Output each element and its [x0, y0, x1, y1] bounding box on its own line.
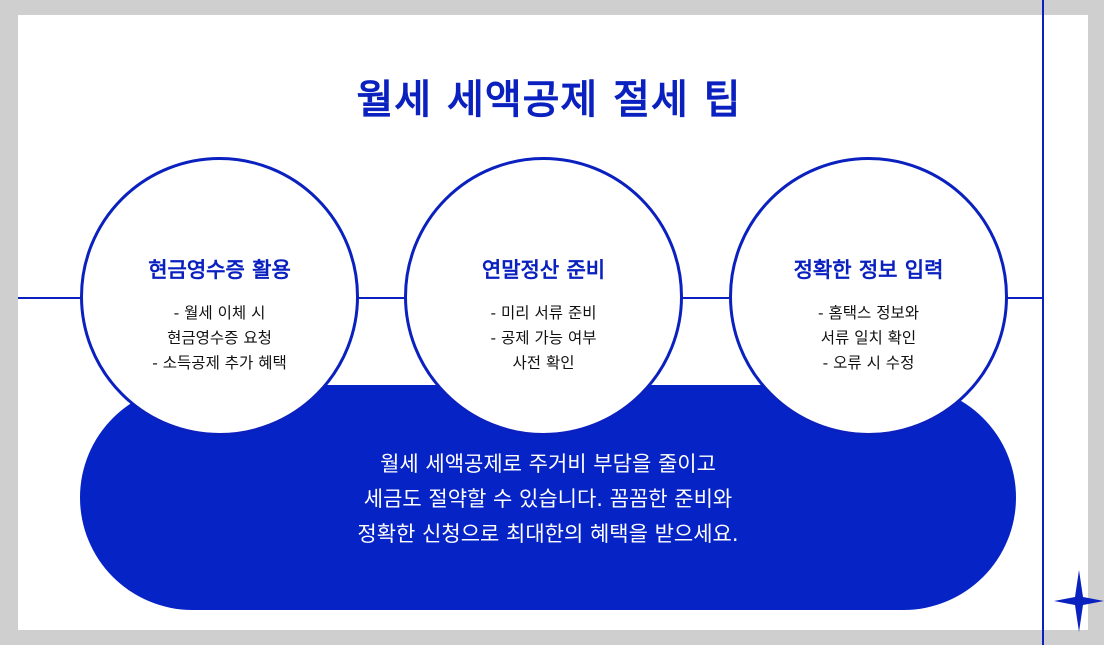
- tip-line: - 소득공제 추가 혜택: [152, 354, 287, 372]
- tip-heading: 정확한 정보 입력: [793, 258, 944, 282]
- tip-circle-year-end-settlement: 연말정산 준비 - 미리 서류 준비 - 공제 가능 여부 사전 확인: [404, 157, 683, 436]
- page-title: 월세 세액공제 절세 팁: [356, 77, 742, 123]
- tip-line: 현금영수증 요청: [167, 329, 272, 347]
- tip-body: - 월세 이체 시 현금영수증 요청 - 소득공제 추가 혜택: [83, 301, 356, 376]
- tip-line: 서류 일치 확인: [820, 329, 917, 347]
- tip-body: - 홈택스 정보와 서류 일치 확인 - 오류 시 수정: [732, 301, 1005, 376]
- summary-line: 정확한 신청으로 최대한의 혜택을 받으세요.: [357, 522, 739, 546]
- tip-circle-accurate-info: 정확한 정보 입력 - 홈택스 정보와 서류 일치 확인 - 오류 시 수정: [729, 157, 1008, 436]
- tip-body: - 미리 서류 준비 - 공제 가능 여부 사전 확인: [407, 301, 680, 376]
- tip-heading: 연말정산 준비: [481, 258, 606, 282]
- frame-vertical-line: [1042, 0, 1044, 645]
- summary-line: 세금도 절약할 수 있습니다. 꼼꼼한 준비와: [363, 487, 733, 511]
- summary-text: 월세 세액공제로 주거비 부담을 줄이고 세금도 절약할 수 있습니다. 꼼꼼한…: [80, 447, 1016, 552]
- tip-line: - 월세 이체 시: [173, 304, 266, 322]
- summary-line: 월세 세액공제로 주거비 부담을 줄이고: [380, 452, 716, 476]
- tip-heading: 현금영수증 활용: [148, 258, 291, 282]
- tip-line: - 오류 시 수정: [822, 354, 915, 372]
- tip-line: - 공제 가능 여부: [490, 329, 597, 347]
- tip-circle-cash-receipt: 현금영수증 활용 - 월세 이체 시 현금영수증 요청 - 소득공제 추가 혜택: [80, 157, 359, 436]
- tip-line: 사전 확인: [512, 354, 575, 372]
- tip-line: - 홈택스 정보와: [817, 304, 919, 322]
- tip-line: - 미리 서류 준비: [490, 304, 597, 322]
- sparkle-star-icon: [1054, 570, 1104, 632]
